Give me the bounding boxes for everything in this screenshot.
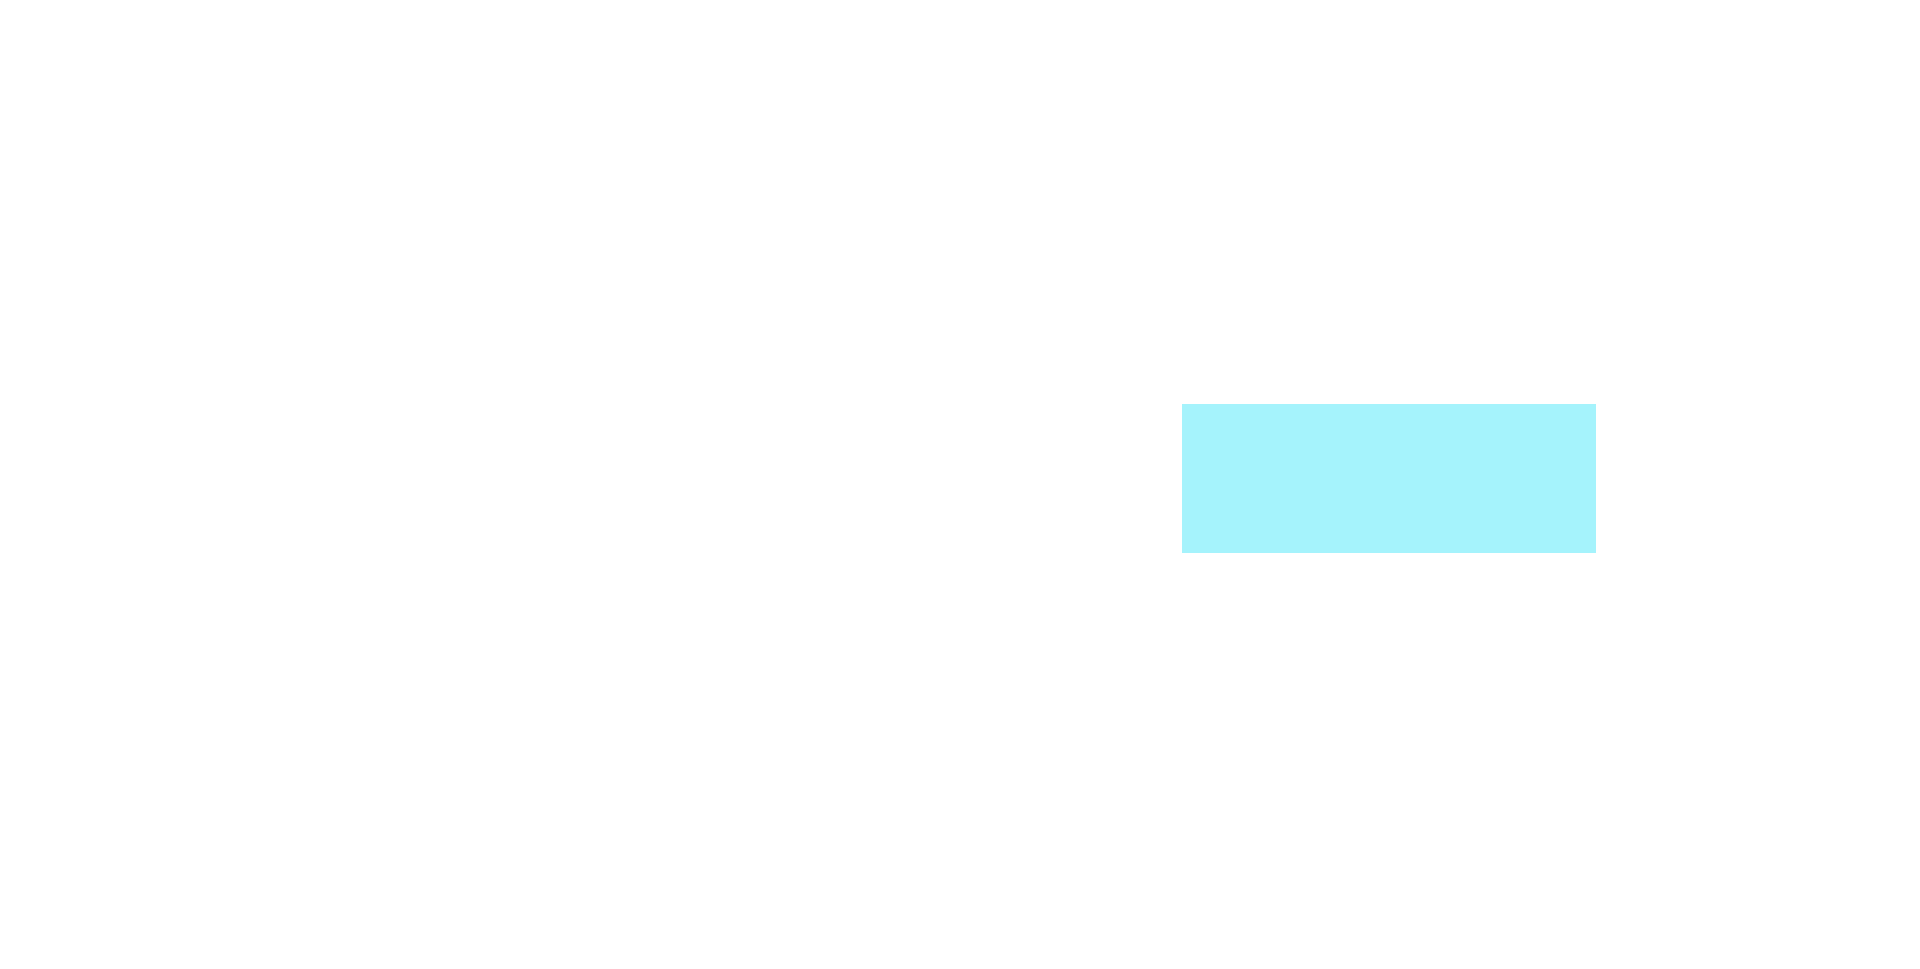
highlight-rectangle	[1182, 404, 1596, 553]
